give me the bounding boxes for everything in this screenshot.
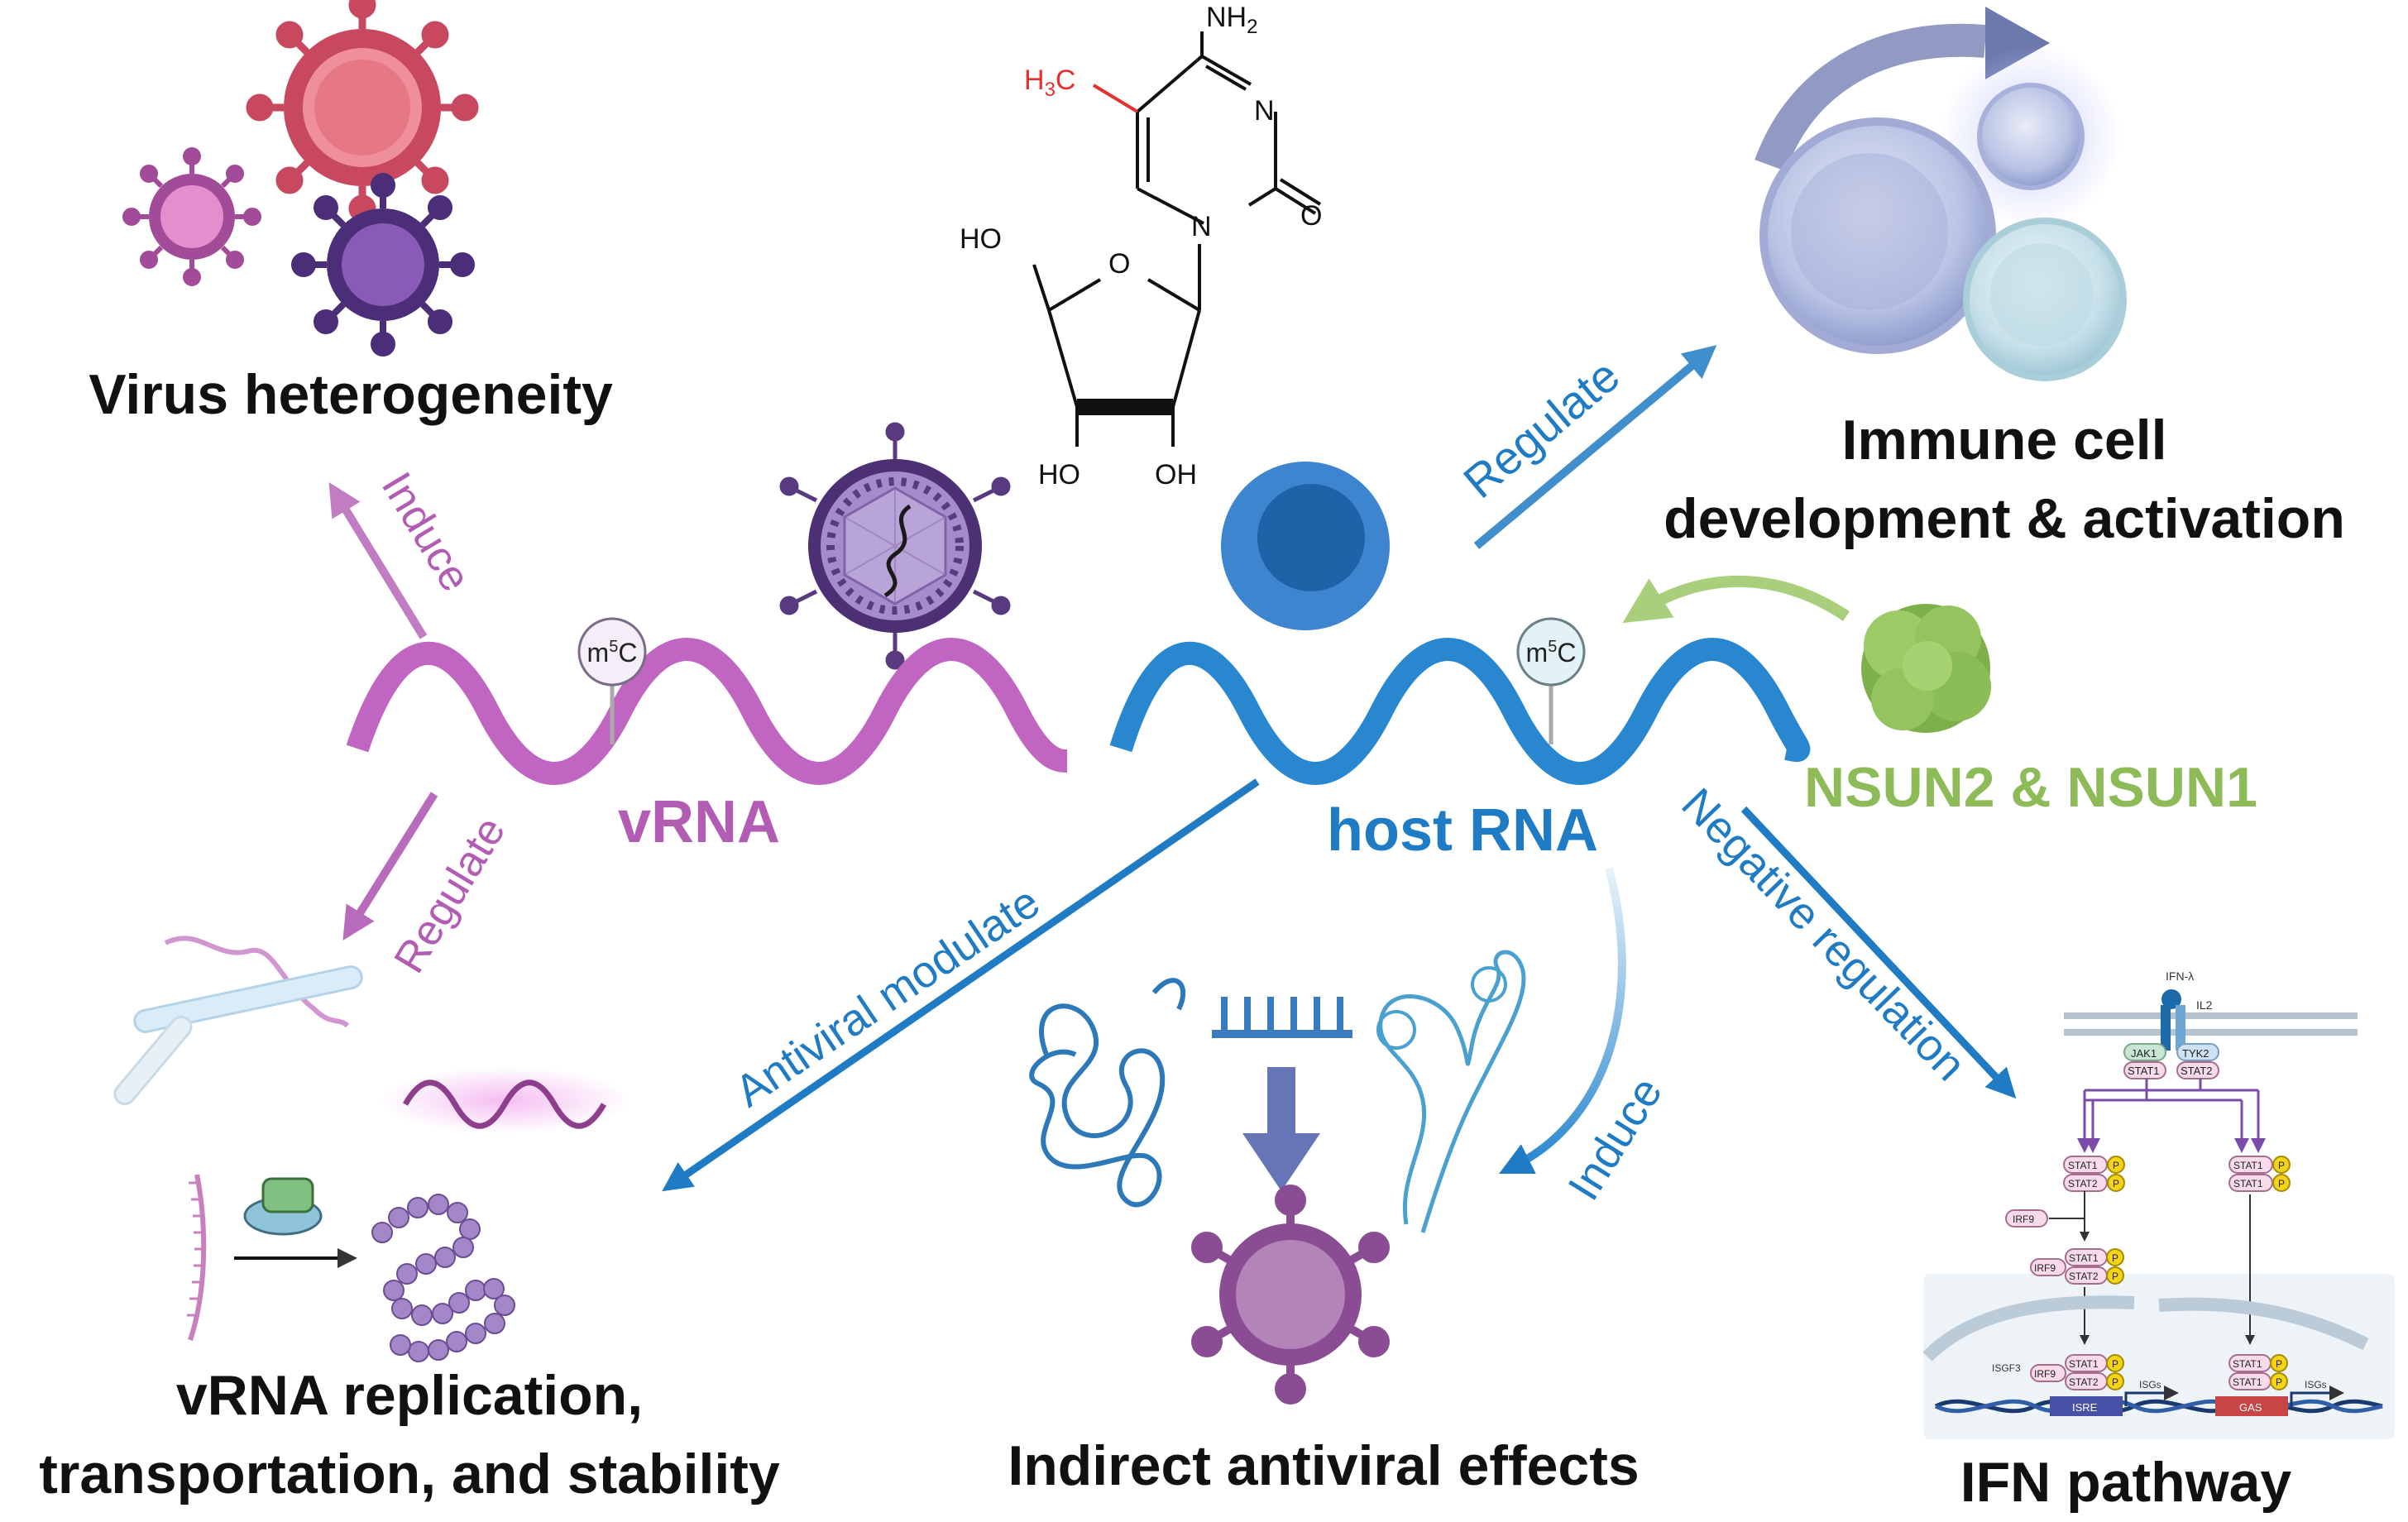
virus-large-red-icon (246, 0, 479, 223)
svg-text:STAT1: STAT1 (2233, 1376, 2262, 1388)
ribose-wedge-bond (1077, 399, 1173, 415)
svg-text:P: P (2112, 1252, 2118, 1264)
virus-heterogeneity-label: Virus heterogeneity (89, 363, 613, 426)
svg-text:P: P (2278, 1178, 2285, 1189)
svg-text:m5C: m5C (587, 638, 638, 668)
ifn-pathway-icon: IFN-λ IL2 JAK1 TYK2 STAT1 STAT2 STAT1 (1922, 969, 2395, 1439)
immune-cell-label-line1: Immune cell (1841, 409, 2166, 471)
host-rna-strand (1109, 638, 1811, 785)
nsun-enzyme-icon (1861, 604, 1991, 733)
svg-text:STAT1: STAT1 (2128, 1065, 2160, 1077)
m5c-mark-host-rna: m5C (1516, 617, 1586, 744)
svg-text:P: P (2112, 1271, 2118, 1282)
antiviral-modulate-arrow (662, 778, 1260, 1192)
m5c-molecule-structure (1032, 31, 1322, 447)
svg-text:O: O (1108, 248, 1130, 280)
immune-cell-label-line2: development & activation (1664, 487, 2345, 550)
virus-cluster-icon (122, 0, 479, 357)
virus-medium-purple-icon (291, 173, 475, 357)
svg-text:STAT2: STAT2 (2069, 1376, 2099, 1388)
svg-text:P: P (2113, 1160, 2119, 1171)
m5c-mark-vrna: m5C (577, 617, 647, 744)
induce-indirect-arrow (1499, 867, 1626, 1174)
svg-text:STAT1: STAT1 (2068, 1160, 2098, 1171)
svg-text:OH: OH (1155, 459, 1197, 491)
indirect-antiviral-label: Indirect antiviral effects (1008, 1434, 1639, 1497)
svg-text:IRF9: IRF9 (2034, 1368, 2056, 1380)
host-rna-label: host RNA (1327, 797, 1598, 864)
svg-text:IFN-λ: IFN-λ (2166, 969, 2194, 983)
induce-indirect-text: Induce (1558, 1069, 1672, 1209)
svg-text:STAT1: STAT1 (2069, 1358, 2099, 1370)
regulate-immune-text: Regulate (1453, 349, 1629, 508)
negative-regulation-text: Negative regulation (1672, 779, 1975, 1090)
vrna-replication-icon (113, 936, 629, 1362)
svg-text:STAT2: STAT2 (2069, 1271, 2099, 1282)
vrna-replication-label-line1: vRNA replication, (176, 1364, 643, 1427)
svg-text:O: O (1300, 200, 1322, 232)
svg-text:STAT1: STAT1 (2233, 1160, 2263, 1171)
svg-text:P: P (2276, 1358, 2282, 1370)
ifn-pathway-label: IFN pathway (1960, 1451, 2292, 1514)
svg-text:P: P (2112, 1376, 2118, 1388)
virion-icon (779, 422, 1011, 670)
nsun-to-host-arrow (1622, 575, 1850, 624)
vrna-label: vRNA (618, 789, 780, 855)
svg-text:P: P (2276, 1376, 2282, 1388)
svg-text:m5C: m5C (1526, 638, 1577, 668)
svg-text:P: P (2278, 1160, 2285, 1171)
immune-cells-icon (1755, 7, 2127, 381)
svg-text:N: N (1191, 211, 1212, 242)
svg-text:HO: HO (1038, 459, 1080, 491)
svg-text:ISRE: ISRE (2072, 1401, 2098, 1414)
vrna-replication-label-line2: transportation, and stability (39, 1443, 780, 1505)
regulate-immune-arrow (1473, 345, 1717, 549)
molecule-atom-labels: NH2 H3C N N O HO O HO OH (960, 2, 1322, 491)
svg-text:STAT1: STAT1 (2069, 1252, 2099, 1264)
antiviral-modulate-text: Antiviral modulate (726, 877, 1048, 1117)
induce-virus-arrow (328, 481, 428, 639)
svg-text:STAT1: STAT1 (2233, 1358, 2262, 1370)
svg-text:ISGF3: ISGF3 (1992, 1362, 2021, 1374)
svg-text:STAT2: STAT2 (2068, 1178, 2098, 1189)
svg-text:STAT1: STAT1 (2233, 1178, 2263, 1189)
svg-text:IRF9: IRF9 (2034, 1262, 2056, 1274)
svg-text:NH2: NH2 (1206, 2, 1257, 38)
svg-text:TYK2: TYK2 (2182, 1047, 2209, 1060)
svg-text:JAK1: JAK1 (2131, 1047, 2157, 1060)
svg-text:GAS: GAS (2239, 1401, 2262, 1414)
negative-regulation-arrow (1740, 806, 2017, 1099)
indirect-antiviral-icon (1029, 950, 1526, 1405)
svg-text:ISGs: ISGs (2139, 1379, 2161, 1390)
host-cell-icon (1221, 462, 1390, 630)
svg-text:ISGs: ISGs (2305, 1379, 2327, 1390)
svg-text:P: P (2113, 1178, 2119, 1189)
svg-text:STAT2: STAT2 (2181, 1065, 2213, 1077)
svg-text:IL2: IL2 (2196, 998, 2213, 1012)
svg-text:P: P (2112, 1358, 2118, 1370)
virus-small-pink-icon (122, 147, 261, 286)
nsun-label: NSUN2 & NSUN1 (1804, 756, 2257, 819)
vrna-strand (346, 638, 1068, 785)
svg-text:N: N (1254, 95, 1275, 127)
svg-text:H3C: H3C (1024, 65, 1075, 101)
svg-text:HO: HO (960, 223, 1002, 255)
svg-text:IRF9: IRF9 (2013, 1213, 2034, 1225)
regulate-vrna-arrow (342, 792, 438, 940)
